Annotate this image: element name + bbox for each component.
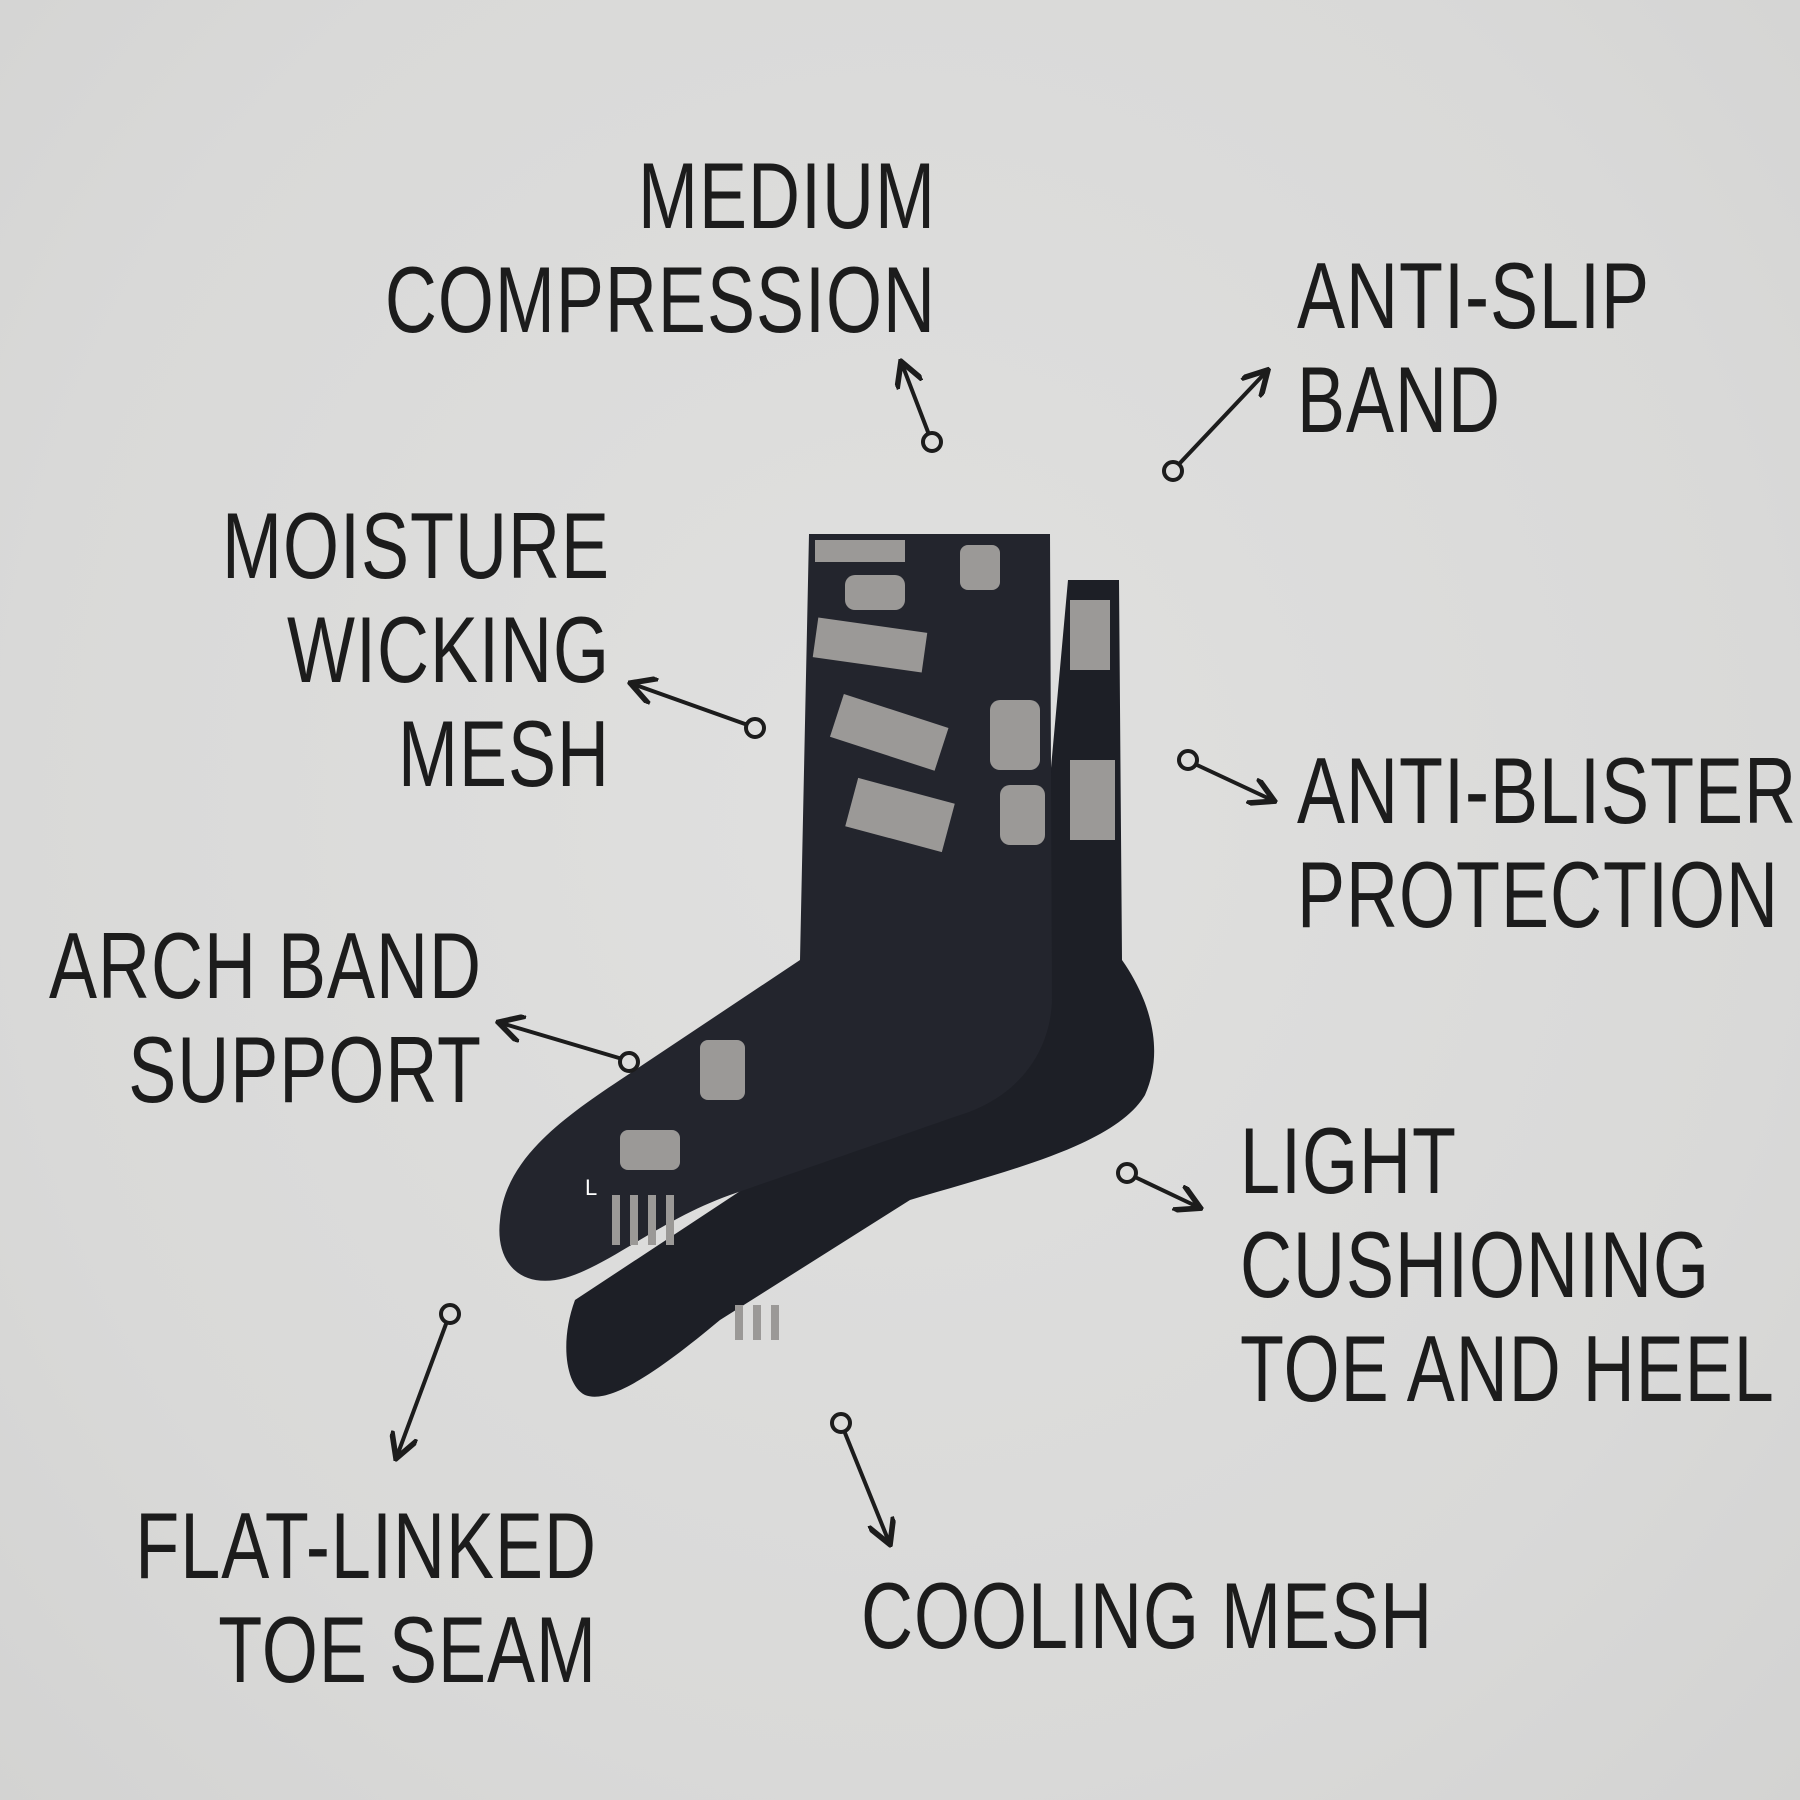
callout-arrows [397, 364, 1272, 1542]
label-light-cushioning: LIGHT CUSHIONING TOE AND HEEL [1240, 1109, 1775, 1422]
size-mark: L [585, 1175, 597, 1200]
arrow-toe-seam [397, 1303, 461, 1456]
arrow-anti-blister [1177, 749, 1272, 800]
toe-stripes [612, 1195, 779, 1340]
label-moisture-wicking-mesh: MOISTURE WICKING MESH [221, 494, 610, 807]
arrow-cooling [830, 1412, 889, 1542]
arrow-arch [501, 1023, 640, 1073]
label-flat-linked-toe-seam: FLAT-LINKED TOE SEAM [135, 1494, 597, 1703]
arrow-anti-slip [1162, 372, 1266, 482]
label-arch-band-support: ARCH BAND SUPPORT [48, 914, 482, 1123]
arrow-moisture [633, 684, 766, 739]
arrow-medium-compression [902, 364, 943, 453]
label-medium-compression: MEDIUM COMPRESSION [384, 144, 936, 353]
camo-pattern [612, 540, 1115, 1340]
label-cooling-mesh: COOLING MESH [861, 1564, 1434, 1669]
label-anti-blister-protection: ANTI-BLISTER PROTECTION [1297, 739, 1798, 948]
label-anti-slip-band: ANTI-SLIP BAND [1297, 244, 1651, 453]
arrow-cushioning [1116, 1162, 1198, 1207]
